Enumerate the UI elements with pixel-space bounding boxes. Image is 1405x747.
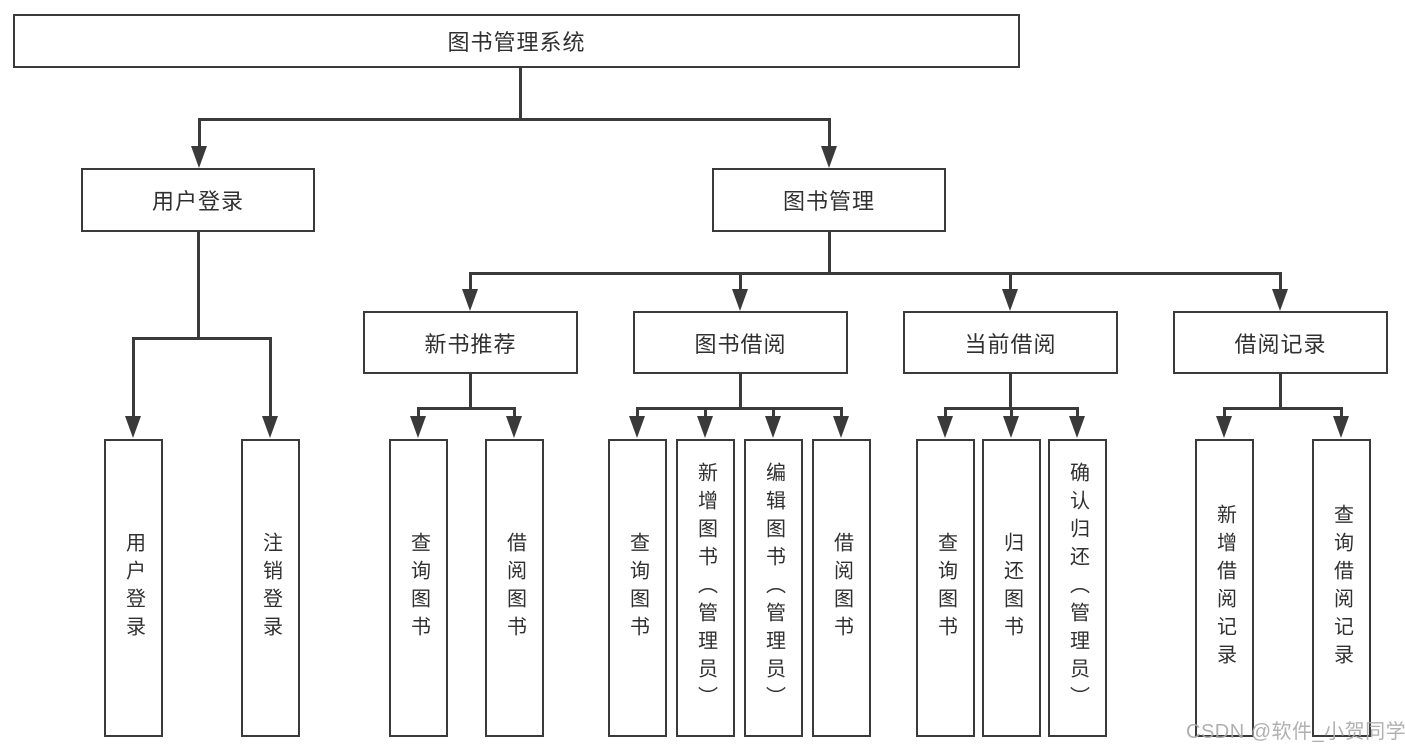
arrow-down-icon — [506, 416, 522, 438]
arrow-down-icon — [821, 146, 837, 168]
connector-line — [636, 407, 639, 418]
connector-line — [1010, 407, 1013, 418]
arrow-down-icon — [1272, 289, 1288, 311]
leaf-user-login: 用户登录 — [104, 439, 163, 737]
arrow-down-icon — [1069, 416, 1085, 438]
node-borrow-records: 借阅记录 — [1173, 311, 1388, 374]
connector-line — [739, 374, 742, 407]
arrow-down-icon — [765, 416, 781, 438]
leaf-query-books-2: 查询图书 — [608, 439, 667, 737]
connector-line — [417, 407, 420, 418]
leaf-query-borrow-record: 查询借阅记录 — [1312, 439, 1371, 737]
leaf-query-books-1: 查询图书 — [389, 439, 448, 737]
node-book-borrow: 图书借阅 — [633, 311, 848, 374]
leaf-confirm-return-admin: 确认归还（管理员） — [1048, 439, 1107, 737]
arrow-down-icon — [191, 146, 207, 168]
arrow-down-icon — [697, 416, 713, 438]
arrow-down-icon — [732, 289, 748, 311]
connector-line — [469, 374, 472, 407]
connector-line — [636, 407, 841, 410]
connector-line — [828, 118, 831, 148]
leaf-add-borrow-record: 新增借阅记录 — [1195, 439, 1254, 737]
arrow-down-icon — [1002, 289, 1018, 311]
connector-line — [513, 407, 516, 418]
arrow-down-icon — [937, 416, 953, 438]
connector-line — [469, 272, 1282, 275]
leaf-borrow-books-1: 借阅图书 — [485, 439, 544, 737]
connector-line — [519, 68, 522, 118]
arrow-down-icon — [1333, 416, 1349, 438]
node-user-login: 用户登录 — [81, 168, 315, 232]
connector-line — [197, 232, 200, 337]
connector-line — [739, 272, 742, 292]
connector-line — [1340, 407, 1343, 418]
connector-line — [1009, 374, 1012, 407]
arrow-down-icon — [262, 416, 278, 438]
connector-line — [1223, 407, 1226, 418]
connector-line — [198, 118, 830, 121]
arrow-down-icon — [462, 289, 478, 311]
leaf-return-books: 归还图书 — [982, 439, 1041, 737]
arrow-down-icon — [1216, 416, 1232, 438]
leaf-edit-books-admin: 编辑图书（管理员） — [744, 439, 803, 737]
connector-line — [772, 407, 775, 418]
leaf-query-books-3: 查询图书 — [916, 439, 975, 737]
connector-line — [1279, 374, 1282, 407]
connector-line — [1076, 407, 1079, 418]
connector-line — [132, 337, 135, 418]
arrow-down-icon — [410, 416, 426, 438]
connector-line — [269, 337, 272, 418]
connector-line — [1279, 272, 1282, 292]
arrow-down-icon — [1003, 416, 1019, 438]
node-new-book-recommend: 新书推荐 — [363, 311, 578, 374]
arrow-down-icon — [125, 416, 141, 438]
connector-line — [704, 407, 707, 418]
node-book-management: 图书管理 — [712, 168, 946, 232]
arrow-down-icon — [629, 416, 645, 438]
connector-line — [469, 272, 472, 292]
leaf-borrow-books-2: 借阅图书 — [812, 439, 871, 737]
arrow-down-icon — [833, 416, 849, 438]
leaf-logout: 注销登录 — [241, 439, 300, 737]
connector-line — [198, 118, 201, 148]
connector-line — [828, 232, 831, 272]
connector-line — [944, 407, 947, 418]
connector-line — [132, 337, 272, 340]
connector-line — [417, 407, 516, 410]
connector-line — [840, 407, 843, 418]
node-root: 图书管理系统 — [13, 14, 1020, 68]
csdn-watermark: CSDN @软件_小贺同学 — [1186, 721, 1405, 743]
node-current-borrow: 当前借阅 — [903, 311, 1118, 374]
leaf-add-books-admin: 新增图书（管理员） — [676, 439, 735, 737]
connector-line — [1223, 407, 1342, 410]
connector-line — [1009, 272, 1012, 292]
